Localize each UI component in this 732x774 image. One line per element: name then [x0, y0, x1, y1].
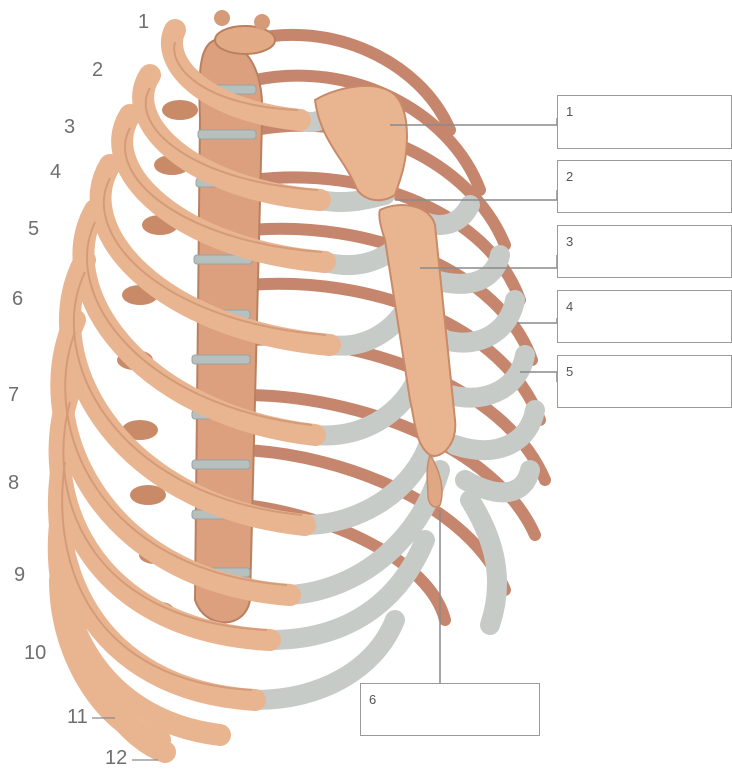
label-box-2[interactable]: 2: [557, 160, 732, 213]
label-box-number: 3: [566, 234, 573, 249]
label-box-4[interactable]: 4: [557, 290, 732, 343]
label-box-number: 4: [566, 299, 573, 314]
label-box-6[interactable]: 6: [360, 683, 540, 736]
label-box-1[interactable]: 1: [557, 95, 732, 149]
label-box-5[interactable]: 5: [557, 355, 732, 408]
label-box-number: 5: [566, 364, 573, 379]
label-box-number: 6: [369, 692, 376, 707]
label-box-3[interactable]: 3: [557, 225, 732, 278]
label-box-number: 2: [566, 169, 573, 184]
label-box-number: 1: [566, 104, 573, 119]
